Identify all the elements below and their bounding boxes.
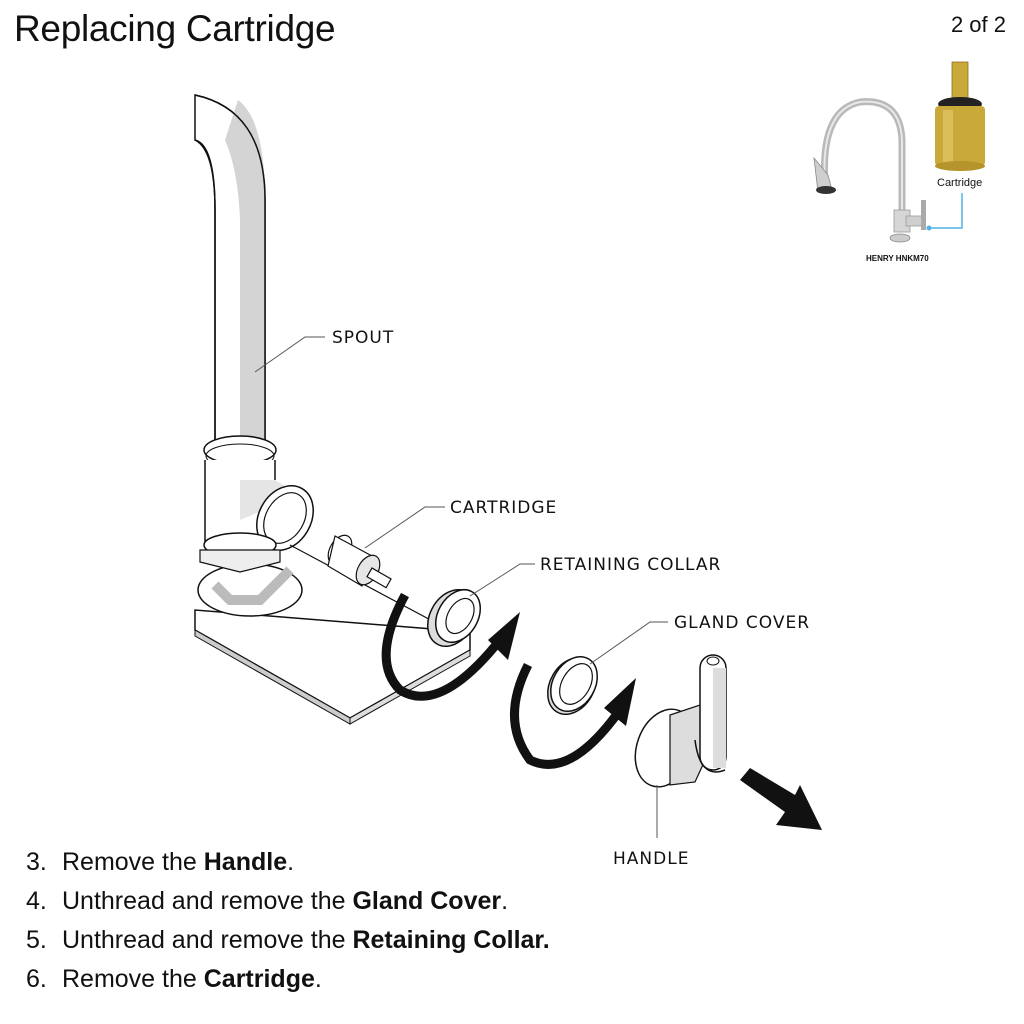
thumbnail-cartridge-label: Cartridge bbox=[937, 177, 982, 189]
cartridge-leader bbox=[364, 506, 445, 549]
pull-arrow-handle bbox=[740, 768, 822, 830]
callout-retaining-collar: RETAINING COLLAR bbox=[540, 555, 721, 575]
gland-cover-part bbox=[547, 656, 599, 715]
step-item: 5.Unthread and remove the Retaining Coll… bbox=[26, 926, 550, 954]
callout-handle: HANDLE bbox=[613, 849, 689, 869]
retaining-collar-part bbox=[427, 589, 482, 647]
unthread-arrow-gland bbox=[510, 662, 636, 769]
faucet-thumbnail bbox=[813, 98, 926, 243]
step-item: 4.Unthread and remove the Gland Cover. bbox=[26, 887, 509, 915]
spout-leader bbox=[254, 336, 325, 373]
page-indicator: 2 of 2 bbox=[950, 12, 1006, 37]
thumbnail-leader-dot bbox=[926, 225, 932, 231]
page-title: Replacing Cartridge bbox=[14, 8, 336, 49]
unthread-arrow-collar bbox=[381, 592, 520, 701]
gland-cover-leader bbox=[589, 621, 668, 665]
cartridge-thumbnail bbox=[935, 61, 985, 171]
step-item: 3.Remove the Handle. bbox=[26, 848, 295, 876]
callout-cartridge: CARTRIDGE bbox=[450, 498, 557, 518]
spout bbox=[194, 94, 266, 461]
callout-spout: SPOUT bbox=[332, 328, 394, 348]
callout-gland-cover: GLAND COVER bbox=[674, 613, 810, 633]
step-item: 6.Remove the Cartridge. bbox=[26, 965, 322, 993]
cartridge-part bbox=[327, 534, 392, 589]
thumbnail-product-label: HENRY HNKM70 bbox=[866, 254, 929, 263]
thumbnail-leader bbox=[930, 193, 963, 229]
instruction-steps: 3.Remove the Handle. 4.Unthread and remo… bbox=[26, 843, 550, 999]
valve-body bbox=[199, 435, 314, 573]
retaining-collar-leader bbox=[469, 563, 535, 597]
countertop-plate bbox=[194, 609, 471, 725]
base-flange bbox=[197, 563, 303, 617]
handle-part bbox=[634, 654, 727, 788]
